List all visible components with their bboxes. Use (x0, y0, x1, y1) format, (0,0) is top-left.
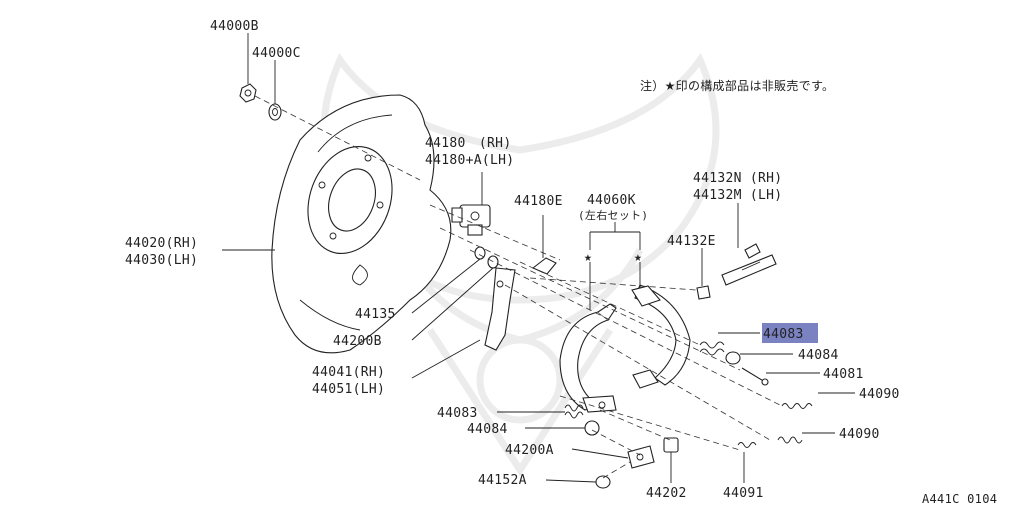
leader-lines (222, 33, 855, 483)
nut-44000b[interactable] (239, 83, 257, 103)
label-44083-highlighted[interactable]: 44083 (763, 327, 804, 342)
label-44000c[interactable]: 44000C (252, 46, 301, 61)
label-44000b[interactable]: 44000B (210, 19, 259, 34)
parking-lever[interactable] (484, 267, 516, 351)
label-44084-left[interactable]: 44084 (467, 422, 508, 437)
label-44083-left[interactable]: 44083 (437, 406, 478, 421)
label-44051[interactable]: 44051(LH) (312, 382, 385, 397)
label-44202[interactable]: 44202 (646, 486, 687, 501)
label-44091[interactable]: 44091 (723, 486, 764, 501)
adjuster-spring-44132e[interactable] (696, 285, 711, 300)
label-44081[interactable]: 44081 (823, 367, 864, 382)
retainer-44180e[interactable] (531, 257, 557, 275)
label-44020[interactable]: 44020(RH) (125, 236, 198, 251)
washer-44135[interactable] (474, 246, 486, 260)
wheel-cylinder[interactable] (451, 172, 491, 236)
return-spring-44090-b[interactable] (777, 436, 803, 444)
clip-44200b[interactable] (487, 255, 499, 269)
label-44030[interactable]: 44030(LH) (125, 253, 198, 268)
label-44132m[interactable]: 44132M (LH) (693, 188, 782, 203)
label-44135[interactable]: 44135 (355, 307, 396, 322)
pin-44081[interactable] (741, 367, 769, 386)
spring-44091[interactable] (737, 442, 757, 448)
label-44060k[interactable]: 44060K (587, 193, 636, 208)
star-marker-right: ★ (634, 250, 642, 265)
label-44132e[interactable]: 44132E (667, 234, 716, 249)
label-44180-lh[interactable]: 44180+A(LH) (425, 153, 514, 168)
highlighted-part-marker (762, 323, 818, 343)
label-44152a[interactable]: 44152A (478, 473, 527, 488)
label-44180e[interactable]: 44180E (514, 194, 563, 209)
label-44180-rh[interactable]: 44180 (RH) (425, 136, 511, 151)
non-sale-bracket (589, 222, 641, 310)
label-44041[interactable]: 44041(RH) (312, 365, 385, 380)
label-44084-right[interactable]: 44084 (798, 348, 839, 363)
figure-code: A441C 0104 (922, 492, 997, 506)
brake-shoe-rear[interactable] (631, 284, 691, 389)
label-44200a[interactable]: 44200A (505, 443, 554, 458)
brake-shoe-front[interactable] (559, 303, 617, 413)
spring-44083-right[interactable] (699, 341, 725, 356)
label-44132n[interactable]: 44132N (RH) (693, 171, 782, 186)
cup-44084-right[interactable] (725, 351, 741, 365)
assembly-lines (254, 95, 781, 479)
star-marker-left: ★ (584, 250, 592, 265)
non-sale-note: 注）★印の構成部品は非販売です。 (640, 78, 834, 93)
clip-44200a[interactable] (627, 445, 655, 469)
bolt-44202[interactable] (663, 437, 679, 470)
spring-44083-left[interactable] (564, 404, 584, 419)
backing-plate[interactable] (271, 94, 452, 354)
label-44060k-sub: (左右セット) (578, 208, 648, 222)
label-44200b[interactable]: 44200B (333, 334, 382, 349)
return-spring-44090-a[interactable] (781, 403, 813, 409)
label-44090-b[interactable]: 44090 (839, 427, 880, 442)
adjuster[interactable] (721, 243, 777, 286)
label-44090-a[interactable]: 44090 (859, 387, 900, 402)
